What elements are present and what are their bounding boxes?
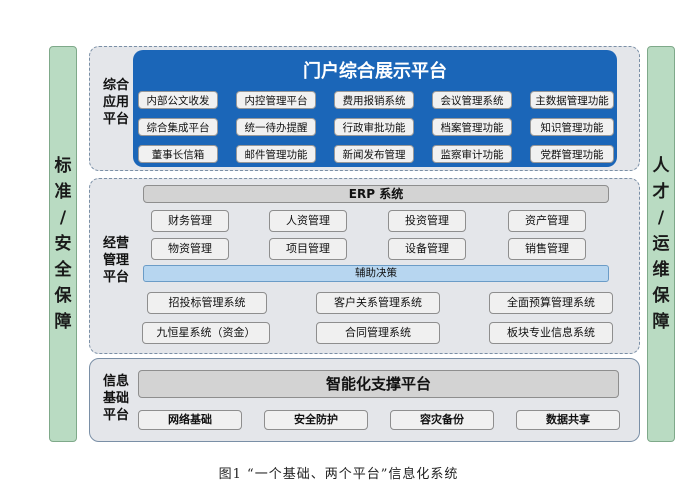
standards-security-bar: 标 准 / 安 全 保 障 — [49, 46, 77, 442]
left-bar-char: 全 — [54, 260, 72, 280]
erp-module: 设备管理 — [388, 238, 466, 260]
left-bar-char: / — [59, 208, 67, 228]
app-item: 费用报销系统 — [334, 91, 414, 109]
left-bar-char: 标 — [54, 156, 72, 176]
erp-module: 投资管理 — [388, 210, 466, 232]
right-bar-char: 人 — [652, 156, 670, 176]
intelligent-support-platform: 智能化支撑平台 — [138, 370, 619, 398]
label-line: 应用 — [102, 95, 129, 110]
right-bar-char: 保 — [652, 286, 670, 306]
info-platform-label: 信息 基础 平台 — [96, 373, 136, 424]
label-line: 综合 — [102, 78, 129, 93]
erp-title-bar: ERP 系统 — [143, 185, 609, 203]
label-line: 平台 — [102, 270, 129, 285]
business-system: 板块专业信息系统 — [489, 322, 613, 344]
app-item: 会议管理系统 — [432, 91, 512, 109]
app-platform-label: 综合 应用 平台 — [96, 77, 136, 128]
business-system: 招投标管理系统 — [147, 292, 267, 314]
infrastructure-item: 容灾备份 — [390, 410, 494, 430]
app-item: 统一待办提醒 — [236, 118, 316, 136]
app-item: 档案管理功能 — [432, 118, 512, 136]
label-line: 经营 — [102, 236, 129, 251]
app-item: 党群管理功能 — [530, 145, 614, 163]
label-line: 信息 — [102, 374, 129, 389]
erp-module: 销售管理 — [508, 238, 586, 260]
decision-support-bar: 辅助决策 — [143, 265, 609, 282]
label-line: 基础 — [102, 391, 129, 406]
business-system: 合同管理系统 — [316, 322, 440, 344]
app-item: 董事长信箱 — [138, 145, 218, 163]
label-line: 平台 — [102, 408, 129, 423]
right-bar-char: / — [657, 208, 665, 228]
figure-caption: 图1 “一个基础、两个平台”信息化系统 — [218, 467, 459, 482]
business-system: 九恒星系统（资金） — [142, 322, 270, 344]
right-bar-char: 运 — [652, 234, 670, 254]
app-item: 主数据管理功能 — [530, 91, 614, 109]
portal-panel: 门户综合展示平台 内部公文收发 内控管理平台 费用报销系统 会议管理系统 主数据… — [133, 50, 617, 167]
erp-module: 资产管理 — [508, 210, 586, 232]
business-system: 客户关系管理系统 — [316, 292, 440, 314]
ops-platform-label: 经营 管理 平台 — [96, 235, 136, 286]
app-item: 邮件管理功能 — [236, 145, 316, 163]
label-line: 管理 — [102, 253, 129, 268]
app-item: 监察审计功能 — [432, 145, 512, 163]
infrastructure-item: 安全防护 — [264, 410, 368, 430]
left-bar-char: 准 — [54, 182, 72, 202]
app-item: 综合集成平台 — [138, 118, 218, 136]
left-bar-char: 障 — [54, 312, 72, 332]
right-bar-char: 才 — [652, 182, 670, 202]
talent-ops-bar: 人 才 / 运 维 保 障 — [647, 46, 675, 442]
label-line: 平台 — [102, 112, 129, 127]
right-bar-char: 维 — [652, 260, 670, 280]
infrastructure-item: 网络基础 — [138, 410, 242, 430]
app-item: 新闻发布管理 — [334, 145, 414, 163]
erp-module: 物资管理 — [151, 238, 229, 260]
app-item: 内控管理平台 — [236, 91, 316, 109]
app-item: 内部公文收发 — [138, 91, 218, 109]
left-bar-char: 安 — [54, 234, 72, 254]
infrastructure-item: 数据共享 — [516, 410, 620, 430]
app-item: 知识管理功能 — [530, 118, 614, 136]
erp-module: 财务管理 — [151, 210, 229, 232]
business-system: 全面预算管理系统 — [489, 292, 613, 314]
erp-module: 人资管理 — [269, 210, 347, 232]
erp-module: 项目管理 — [269, 238, 347, 260]
right-bar-char: 障 — [652, 312, 670, 332]
app-item: 行政审批功能 — [334, 118, 414, 136]
left-bar-char: 保 — [54, 286, 72, 306]
portal-title: 门户综合展示平台 — [303, 61, 447, 82]
